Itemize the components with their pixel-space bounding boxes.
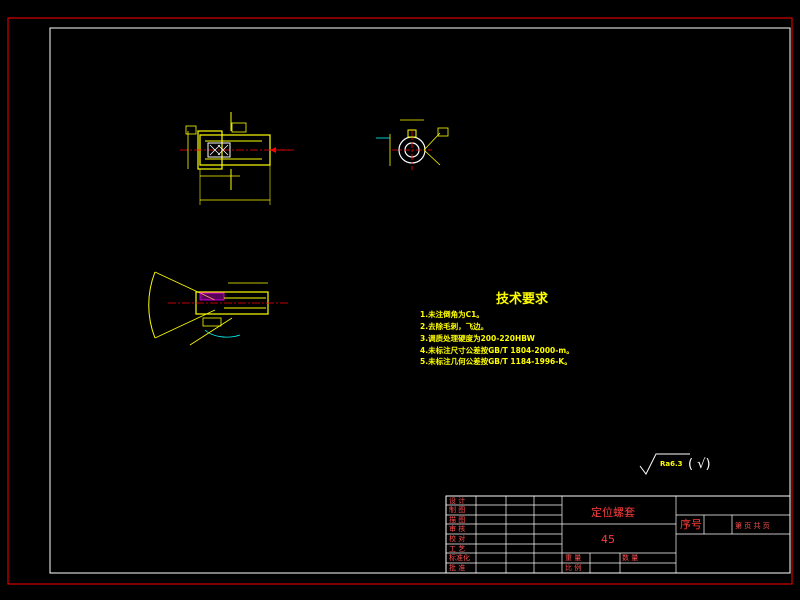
arrow-head xyxy=(270,147,276,153)
tb-label-check: 校 对 xyxy=(449,534,465,543)
end-datum-box xyxy=(437,127,449,137)
drawing-frame xyxy=(49,27,791,574)
tolerance-frame xyxy=(231,122,247,133)
tb-label-weight: 重 量 xyxy=(565,554,581,562)
tb-label-scale: 比 例 xyxy=(565,563,581,572)
sheet-border-outer xyxy=(7,17,793,585)
tb-label-process: 工 艺 xyxy=(449,545,465,553)
requirement-item-4: 4.未标注尺寸公差按GB/T 1804-2000-m。 xyxy=(420,345,574,355)
thread-hatch-2 xyxy=(209,144,221,156)
view-section xyxy=(148,271,290,346)
section-detail-arc xyxy=(204,329,241,338)
surface-finish-symbol: Ra6.3 ( √) xyxy=(639,453,711,475)
tb-label-quantity: 数 量 xyxy=(622,553,638,562)
requirement-item-5: 5.未标注几何公差按GB/T 1184-1996-K。 xyxy=(420,356,572,366)
view-front xyxy=(180,112,294,205)
section-thread xyxy=(199,292,225,301)
part-name: 定位螺套 xyxy=(591,505,635,519)
section-leader xyxy=(189,317,233,346)
roughness-check-icon xyxy=(639,453,690,475)
requirement-item-2: 2.去除毛刺，飞边。 xyxy=(420,321,488,331)
section-tol-frame xyxy=(202,317,222,327)
tb-label-review: 审 核 xyxy=(449,524,465,533)
thread-hatch-4 xyxy=(217,144,229,156)
requirements-title: 技术要求 xyxy=(496,291,549,307)
view-end xyxy=(376,119,449,170)
datum-box xyxy=(185,125,197,135)
title-block-frame xyxy=(445,495,791,574)
end-leader-2 xyxy=(423,149,441,166)
thread-section xyxy=(207,142,231,158)
serial-label: 序号 xyxy=(680,517,702,531)
tb-label-tracing: 描 图 xyxy=(449,515,465,524)
end-leader-1 xyxy=(423,132,441,151)
requirement-item-3: 3.调质处理硬度为200-220HBW xyxy=(420,333,536,343)
end-slot xyxy=(407,129,417,138)
angle-leg-top xyxy=(154,271,216,301)
roughness-value: Ra6.3 xyxy=(660,460,683,468)
tb-label-drawing: 制 图 xyxy=(449,505,465,514)
sheet-count: 第 页 共 页 xyxy=(735,521,770,530)
tb-label-standard: 标准化 xyxy=(449,553,470,562)
requirement-item-1: 1.未注倒角为C1。 xyxy=(420,309,484,319)
technical-requirements: 技术要求 1.未注倒角为C1。 2.去除毛刺，飞边。 3.调质处理硬度为200-… xyxy=(420,291,574,366)
title-block: 设 计 制 图 描 图 审 核 校 对 工 艺 标准化 批 准 定位螺套 45 … xyxy=(445,495,791,574)
angle-leg-bottom xyxy=(154,309,216,339)
tb-label-design: 设 计 xyxy=(449,496,465,505)
angle-arc xyxy=(148,271,156,339)
tb-label-approve: 批 准 xyxy=(449,563,465,572)
roughness-others: ( √) xyxy=(688,457,711,472)
part-material: 45 xyxy=(601,533,615,546)
